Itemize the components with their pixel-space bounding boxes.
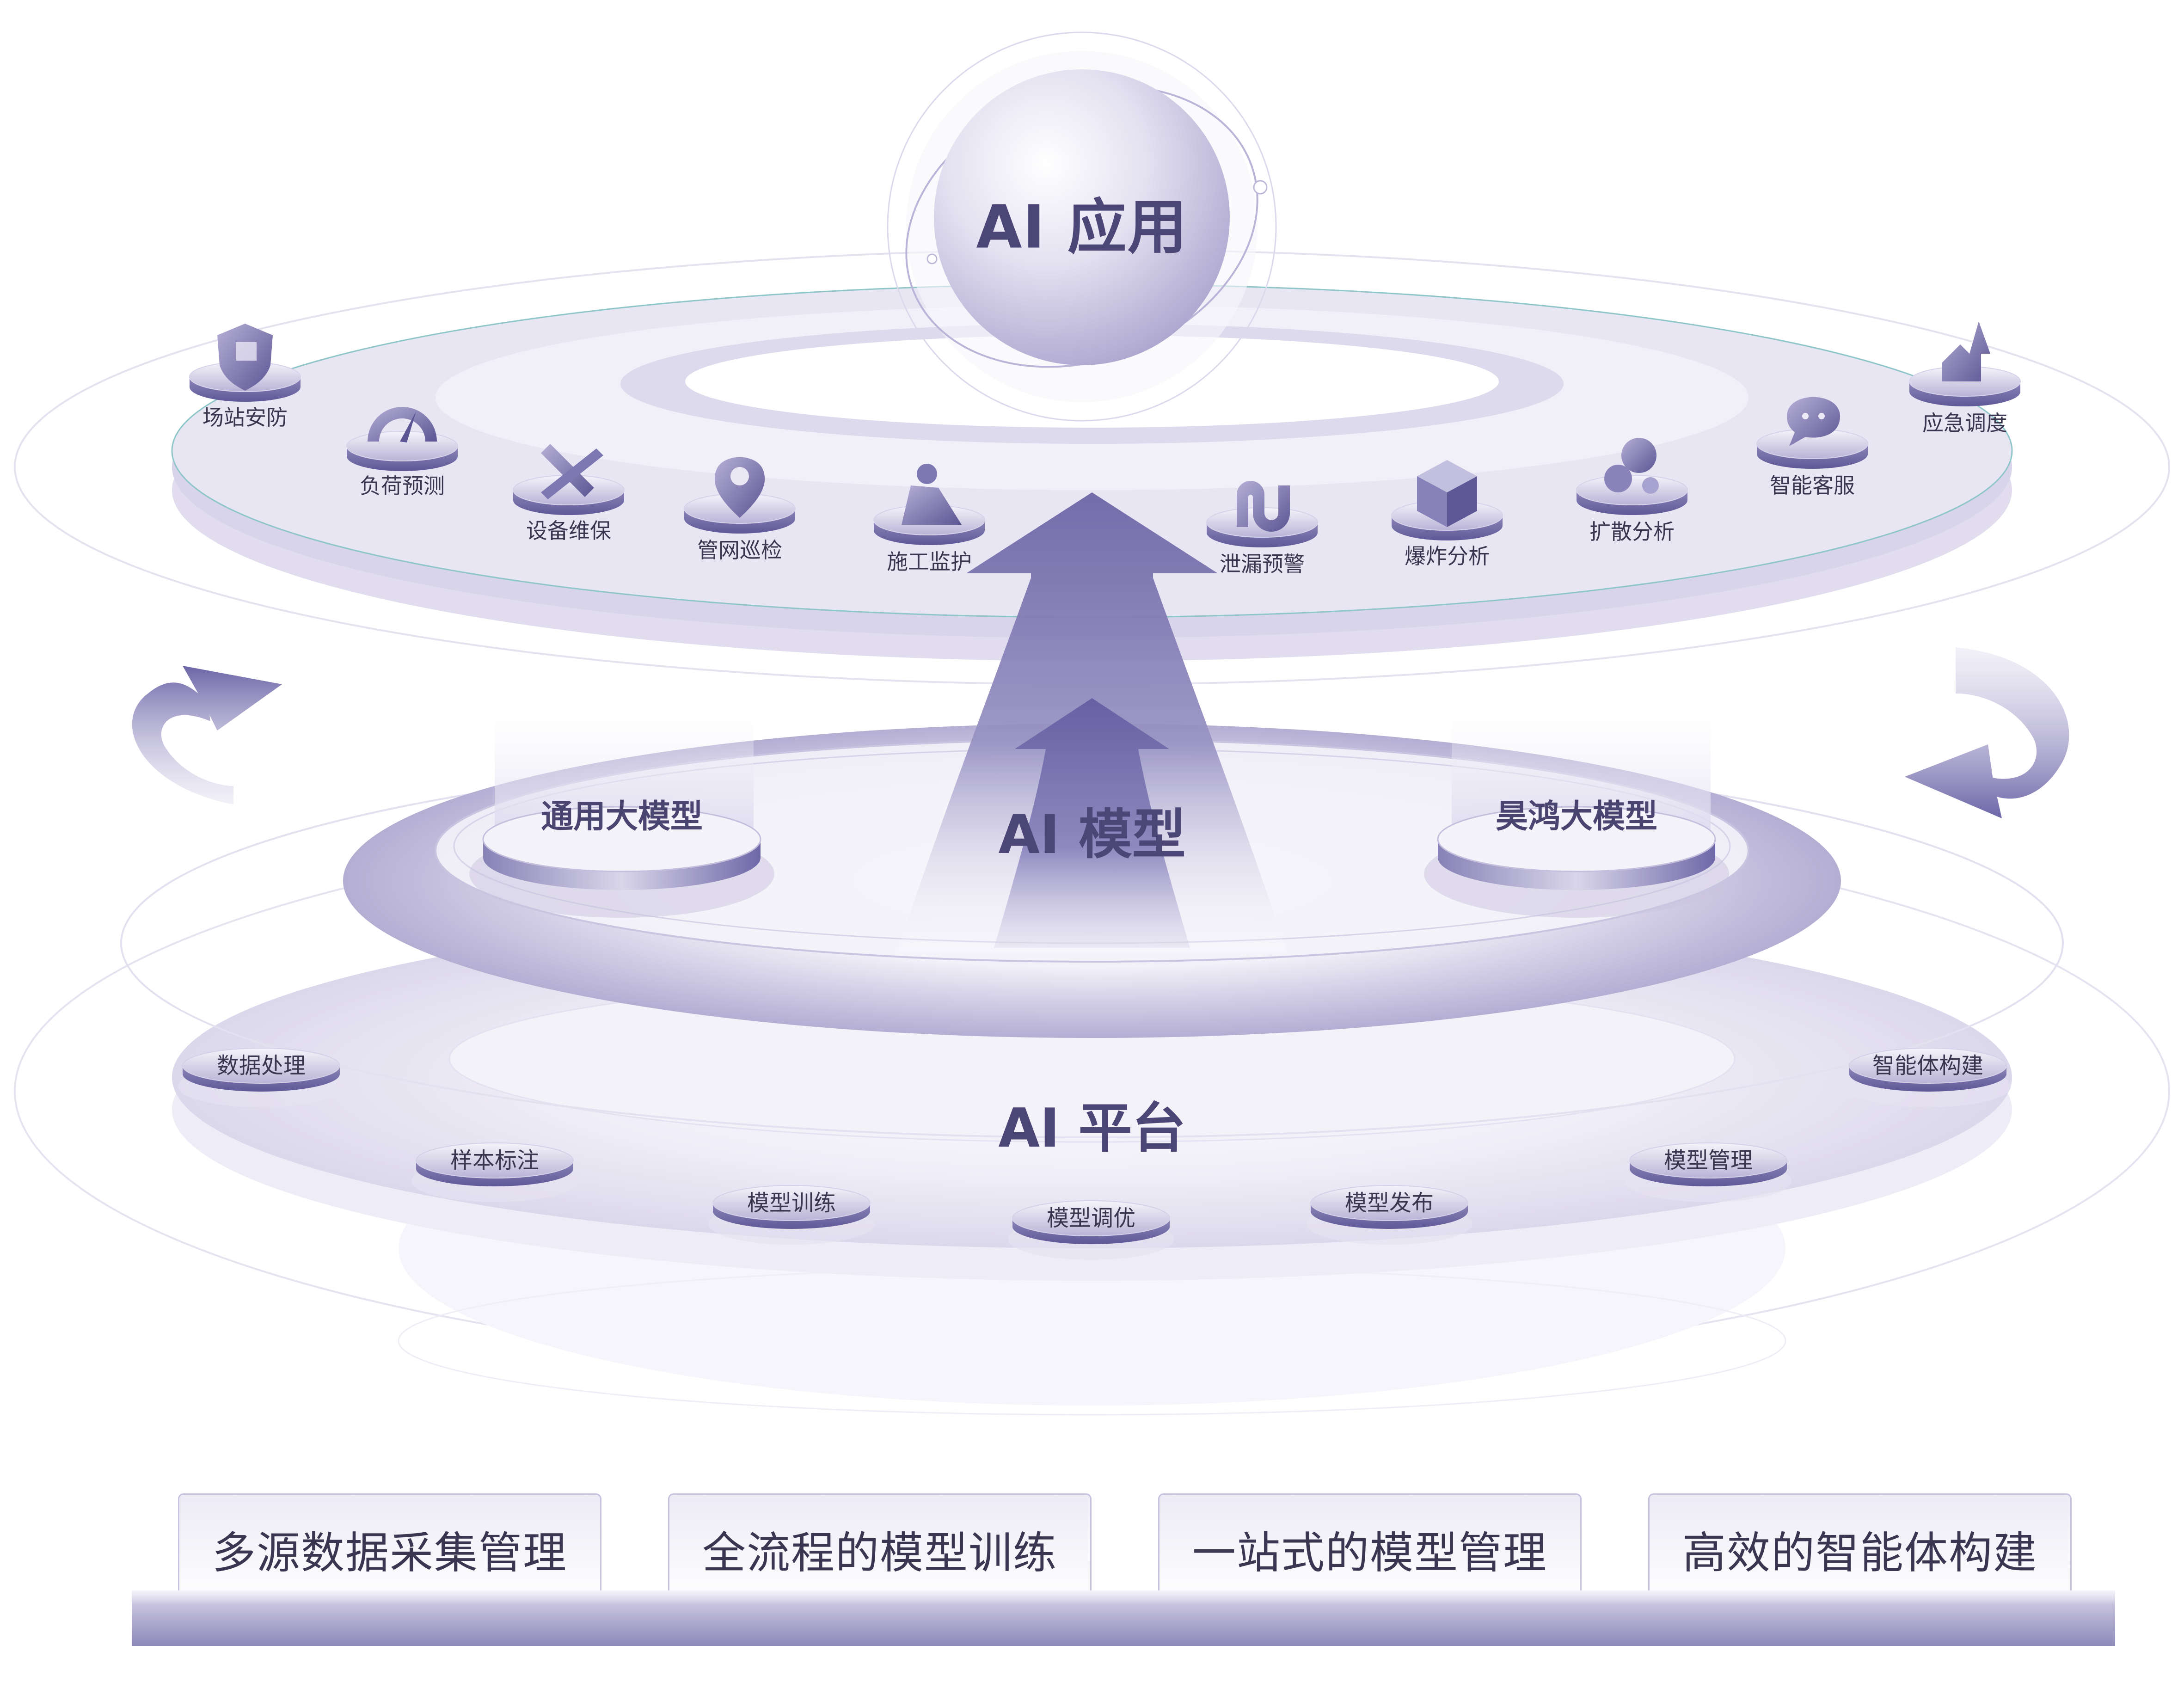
app-puck — [189, 324, 301, 402]
upward-arrows — [897, 492, 1287, 952]
platform-puck — [1306, 1185, 1472, 1245]
cycle-arrow-left — [132, 666, 282, 804]
platform-label-sample-annotation: 样本标注 — [450, 1148, 540, 1173]
app-label-construction-supervision: 施工监护 — [887, 549, 972, 574]
capability-card-agent-building: 高效的智能体构建 — [1648, 1493, 2072, 1603]
app-label-diffusion-analysis: 扩散分析 — [1589, 519, 1675, 544]
capability-card-model-training: 全流程的模型训练 — [668, 1493, 1092, 1603]
platform-puck — [1625, 1142, 1791, 1202]
shield-icon — [217, 324, 273, 391]
app-label-smart-customer-service: 智能客服 — [1770, 473, 1855, 498]
wrench-icon — [541, 444, 603, 499]
app-puck — [513, 444, 625, 515]
pipe-leak-icon — [1237, 481, 1290, 532]
base-platform-highlight — [132, 1590, 2115, 1604]
capability-label: 高效的智能体构建 — [1682, 1528, 2037, 1578]
capability-card-model-management: 一站式的模型管理 — [1158, 1493, 1582, 1603]
construction-worker-icon — [902, 464, 962, 525]
platform-puck — [411, 1142, 578, 1202]
app-puck — [1206, 481, 1318, 547]
app-puck — [873, 464, 985, 545]
app-label-load-forecast: 负荷预测 — [360, 473, 445, 498]
model-puck — [469, 806, 774, 918]
emergency-dispatch-icon — [1942, 321, 1990, 381]
platform-label-data-processing: 数据处理 — [216, 1053, 306, 1079]
app-puck — [1576, 438, 1688, 515]
app-label-station-security: 场站安防 — [202, 405, 288, 430]
app-label-leak-warning: 泄漏预警 — [1220, 552, 1305, 577]
app-label-explosion-analysis: 爆炸分析 — [1405, 544, 1490, 569]
platform-puck — [1008, 1200, 1174, 1260]
bubbles-icon — [1604, 438, 1659, 494]
model-label-haohong: 昊鸿大模型 — [1496, 797, 1657, 835]
platform-label-agent-building: 智能体构建 — [1872, 1053, 1984, 1079]
app-puck — [1756, 397, 1868, 469]
platform-label-model-release: 模型发布 — [1344, 1190, 1434, 1216]
chat-bubble-icon — [1787, 397, 1840, 446]
platform-label-model-tuning: 模型调优 — [1046, 1205, 1136, 1231]
capability-label: 全流程的模型训练 — [702, 1528, 1057, 1578]
model-label-general: 通用大模型 — [541, 797, 703, 835]
app-puck — [1391, 460, 1503, 540]
app-label-equipment-maintenance: 设备维保 — [526, 518, 611, 543]
capability-card-data-collection: 多源数据采集管理 — [178, 1493, 601, 1603]
gauge-icon — [368, 407, 437, 442]
platform-layer-title: AI 平台 — [998, 1097, 1186, 1160]
platform-puck — [708, 1185, 875, 1245]
application-layer — [14, 249, 2170, 685]
location-pin-icon — [714, 457, 765, 518]
platform-label-model-management: 模型管理 — [1663, 1148, 1753, 1173]
platform-label-model-training: 模型训练 — [747, 1190, 836, 1216]
app-label-pipeline-inspection: 管网巡检 — [697, 538, 782, 563]
cube-icon — [1417, 460, 1477, 527]
app-label-emergency-dispatch: 应急调度 — [1922, 411, 2007, 436]
capability-label: 多源数据采集管理 — [212, 1528, 567, 1578]
app-puck — [346, 407, 458, 471]
ai-app-sphere — [887, 31, 1277, 422]
app-puck — [1909, 321, 2021, 406]
capability-label: 一站式的模型管理 — [1192, 1528, 1547, 1578]
model-layer-title: AI 模型 — [998, 804, 1186, 866]
platform-puck — [1845, 1048, 2011, 1107]
platform-puck — [178, 1048, 344, 1107]
model-puck — [1424, 806, 1729, 918]
app-layer-title: AI 应用 — [976, 193, 1188, 262]
app-puck — [684, 457, 796, 534]
cycle-arrow-right — [1905, 647, 2069, 818]
